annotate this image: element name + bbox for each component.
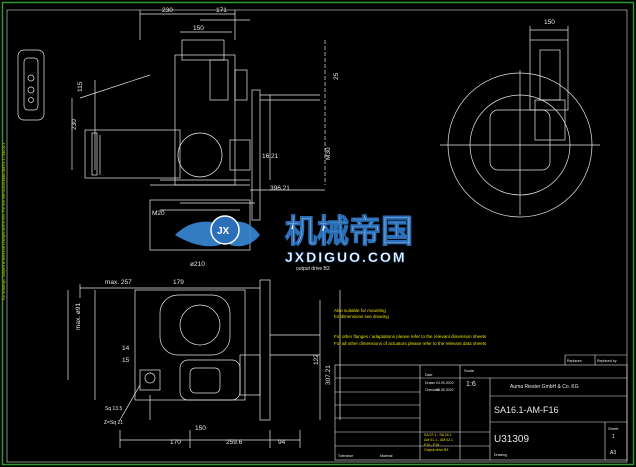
tb-model: SA16.1-AM-F16 [494,405,559,415]
tb-replaces: Replaces [567,359,582,363]
tb-scale: 1:6 [466,381,476,388]
tb-replaced-by: Replaced by [597,359,617,363]
dim-r-25: 25 [333,72,340,80]
dim-right-150: 150 [544,19,555,26]
logo-chinese: 机械帝国 [285,212,413,250]
dim-m20: M20 [152,210,165,217]
dim-left-115: 115 [77,81,84,92]
tb-rev-4: Output drive B3 [424,448,448,452]
dim-max-257: max. 257 [105,279,132,286]
side-note: For drawings: Subject to technical chang… [2,142,6,300]
dim-top-171: 171 [216,7,227,14]
tb-date2: 05.09.2002 [436,388,454,392]
tb-rev-2: AM 01.1 - AM 02.1 [424,438,453,442]
plan-view [67,279,341,448]
tb-sheet: Sheet [608,426,619,431]
gear-icon [210,215,240,245]
tb-drawing-no: U31309 [494,434,529,445]
note-3: For other flanges / adaptations please r… [334,334,487,339]
tb-format: A3 [610,450,616,456]
tb-date-label: Date [425,373,432,377]
dim-top-230: 230 [162,7,173,14]
note-4: For all other dimensions of actuators pl… [334,341,487,346]
tb-sheet-no: 1 [612,434,615,440]
dim-left-230: 230 [71,119,78,130]
note-2: for dimensions see drawing [334,314,389,319]
dim-91: max. ø91 [75,303,82,330]
dim-210: ø210 [190,261,205,268]
note-1: Also suitable for mounting [334,308,386,313]
front-view [17,10,326,251]
logo-domain: JXDIGUO.COM [285,249,407,265]
dim-2586: 259.6 [226,439,243,446]
dim-150b: 150 [195,425,206,432]
tb-date1: 04.09.2002 [436,381,454,385]
side-view [440,26,600,218]
tb-checked: Checked [425,388,439,392]
tb-bottom-mid: Material [380,454,393,458]
logo-badge: JX [217,226,230,237]
tb-drawn: Drawn [425,381,435,385]
dim-179: 179 [173,279,184,286]
dim-39621: 396.21 [270,185,290,192]
watermark-logo: JX 机械帝国 JXDIGUO.COM [175,212,414,265]
dim-170: 170 [170,439,181,446]
tb-bottom-left: Tolerance [338,454,353,458]
inner-border [6,9,628,463]
tb-rev-3: F10 - F16 [424,443,439,447]
dim-122: 122 [313,354,320,365]
tb-scale-label: Scale [464,368,475,373]
dim-zsq: Z=Sq 21 [104,420,123,426]
dim-307: 307.21 [325,365,332,385]
tb-rev-1: SA 07.1 - SA 16.1 [424,433,452,437]
dim-15: 15 [122,357,130,364]
center-label: output drive B3 [296,266,330,272]
dim-m30: M30 [325,147,332,160]
dim-94: 94 [278,439,286,446]
title-block [334,354,628,461]
tb-bottom-right: Drawing [494,453,507,457]
dim-top-150: 150 [193,25,204,32]
dim-1621: 16.21 [262,153,279,160]
dim-sq13: Sq 13.5 [105,406,122,412]
tb-company: Auma Riester GmbH & Co. KG [510,384,579,390]
dim-14: 14 [122,345,130,352]
